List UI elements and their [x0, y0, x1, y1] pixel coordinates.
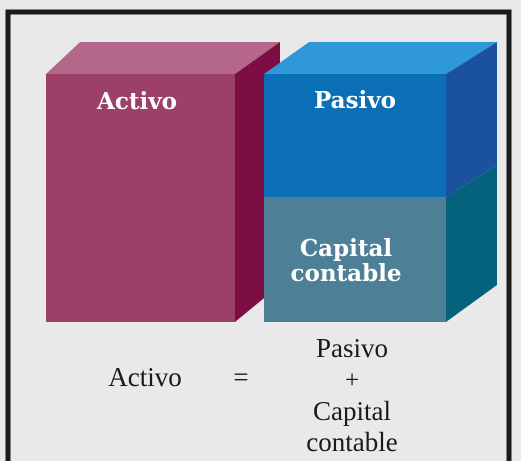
- activo-block-top: [46, 42, 280, 74]
- equation-left-term: Activo: [108, 362, 182, 392]
- accounting-equation: Activo = Pasivo + Capital contable: [108, 333, 397, 457]
- capital-label-line2: contable: [290, 260, 401, 287]
- pasivo-block-front: [264, 74, 446, 197]
- capital-label-line1: Capital: [300, 235, 393, 262]
- equation-right-contable: contable: [306, 427, 397, 457]
- pasivo-block-top: [264, 42, 497, 74]
- equation-plus-sign: +: [345, 367, 359, 394]
- activo-block-front: [46, 74, 235, 322]
- pasivo-capital-block: Pasivo Capital contable: [264, 42, 497, 322]
- equation-right-capital: Capital: [313, 396, 391, 426]
- pasivo-label: Pasivo: [314, 87, 396, 114]
- activo-block: Activo: [46, 42, 280, 322]
- capital-block-side: [446, 165, 497, 322]
- activo-label: Activo: [96, 88, 177, 115]
- equation-right-pasivo: Pasivo: [316, 333, 388, 363]
- capital-block-front: [264, 197, 446, 322]
- equation-equals-sign: =: [233, 362, 248, 392]
- panel-border: [5, 9, 512, 461]
- pasivo-block-side: [446, 42, 497, 197]
